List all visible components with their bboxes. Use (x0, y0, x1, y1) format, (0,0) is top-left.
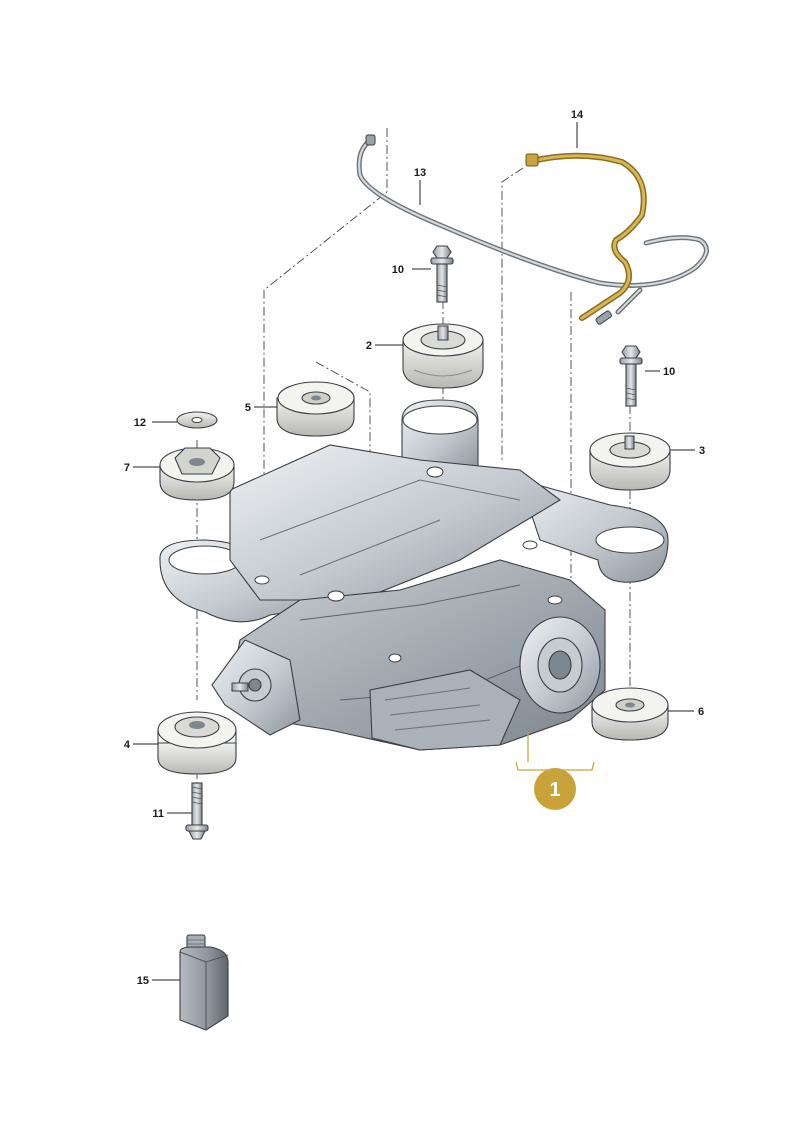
hose-14-highlighted[interactable] (525, 152, 647, 321)
callout-6[interactable]: 6 (698, 706, 704, 718)
callout-10-right[interactable]: 10 (663, 366, 675, 378)
gear-oil-bottle-15[interactable] (179, 934, 229, 1031)
callout-13[interactable]: 13 (414, 167, 426, 179)
mount-3[interactable] (589, 432, 671, 491)
mount-2[interactable] (402, 323, 484, 389)
mount-6[interactable] (591, 687, 669, 741)
callout-5[interactable]: 5 (245, 402, 251, 414)
main-part-badge[interactable] (534, 768, 576, 810)
vent-line-13[interactable] (356, 134, 709, 325)
bolt-10-right[interactable] (619, 345, 643, 407)
callout-1: 1 (549, 779, 560, 801)
callout-4[interactable]: 4 (124, 739, 131, 751)
bolt-11[interactable] (185, 782, 209, 840)
callout-labels: 14 13 10 2 10 5 12 3 7 6 4 11 15 (124, 109, 705, 987)
leader-lines (133, 122, 695, 981)
callout-7[interactable]: 7 (124, 462, 130, 474)
callout-11[interactable]: 11 (152, 808, 164, 820)
callout-10-upper[interactable]: 10 (392, 264, 404, 276)
callout-3[interactable]: 3 (699, 445, 705, 457)
bolt-10-upper[interactable] (430, 245, 454, 303)
callout-2[interactable]: 2 (366, 340, 372, 352)
mount-4[interactable] (157, 711, 237, 775)
main-part-indicator[interactable]: 1 (515, 732, 595, 810)
washer-12[interactable] (176, 411, 218, 429)
callout-12[interactable]: 12 (134, 417, 146, 429)
mount-5[interactable] (276, 381, 355, 437)
callout-15[interactable]: 15 (137, 975, 149, 987)
callout-14[interactable]: 14 (571, 109, 584, 121)
rear-differential-assembly[interactable] (159, 399, 669, 751)
mount-7[interactable] (159, 447, 235, 501)
